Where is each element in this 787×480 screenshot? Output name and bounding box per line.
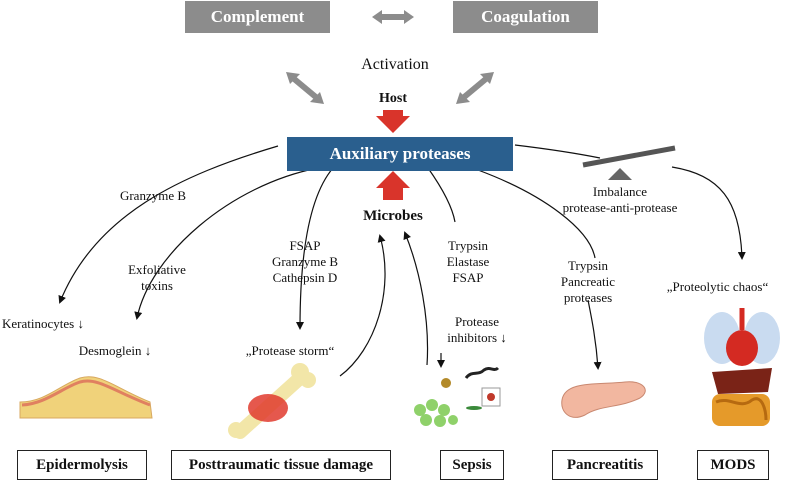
pancreatitis-box: Pancreatitis [552,450,658,480]
bone-illustration [228,363,316,439]
fsap-group-label: FSAP Granzyme B Cathepsin D [271,238,339,285]
trypsin-pancreatic-label: Trypsin Pancreatic proteases [560,258,616,305]
double-arrow-horizontal-icon [372,10,414,24]
microbes-label: Microbes [363,208,423,224]
host-label: Host [379,91,407,106]
arrowhead-grey-1 [286,72,300,84]
keratinocytes-label: Keratinocytes ↓ [2,316,84,331]
curve-lines [58,144,746,377]
double-arrow-right-diagonal-icon [461,75,489,101]
sepsis-box: Sepsis [440,450,504,480]
protease-inhibitors-label: Protease inhibitors ↓ [447,314,507,345]
complement-box: Complement [185,1,330,33]
imbalance-label: Imbalance protease-anti-protease [562,184,678,215]
coagulation-box: Coagulation [453,1,598,33]
granzyme-b-label: Granzyme B [119,188,187,203]
organs-illustration [704,308,780,426]
protease-storm-label: „Protease storm“ [245,343,335,358]
auxiliary-proteases-box: Auxiliary proteases [287,137,513,171]
red-arrow-down-icon [376,110,410,133]
activation-label: Activation [361,56,429,73]
arrowhead-grey-2 [310,92,324,104]
mods-box: MODS [697,450,769,480]
microbes-illustration [414,366,501,427]
trypsin-elastase-group-label: Trypsin Elastase FSAP [446,238,490,285]
red-arrow-up-icon [376,171,410,200]
skin-illustration [19,376,153,419]
desmoglein-label: Desmoglein ↓ [78,343,152,358]
posttraumatic-box: Posttraumatic tissue damage [171,450,391,480]
pancreas-illustration [561,381,646,418]
arrowhead-grey-4 [456,92,470,104]
proteolytic-chaos-label: „Proteolytic chaos“ [666,279,769,294]
epidermolysis-box: Epidermolysis [17,450,147,480]
double-arrow-left-diagonal-icon [291,75,319,101]
arrowhead-grey-3 [480,72,494,84]
seesaw-icon [582,145,676,180]
exfoliative-toxins-label: Exfoliative toxins [128,262,186,293]
